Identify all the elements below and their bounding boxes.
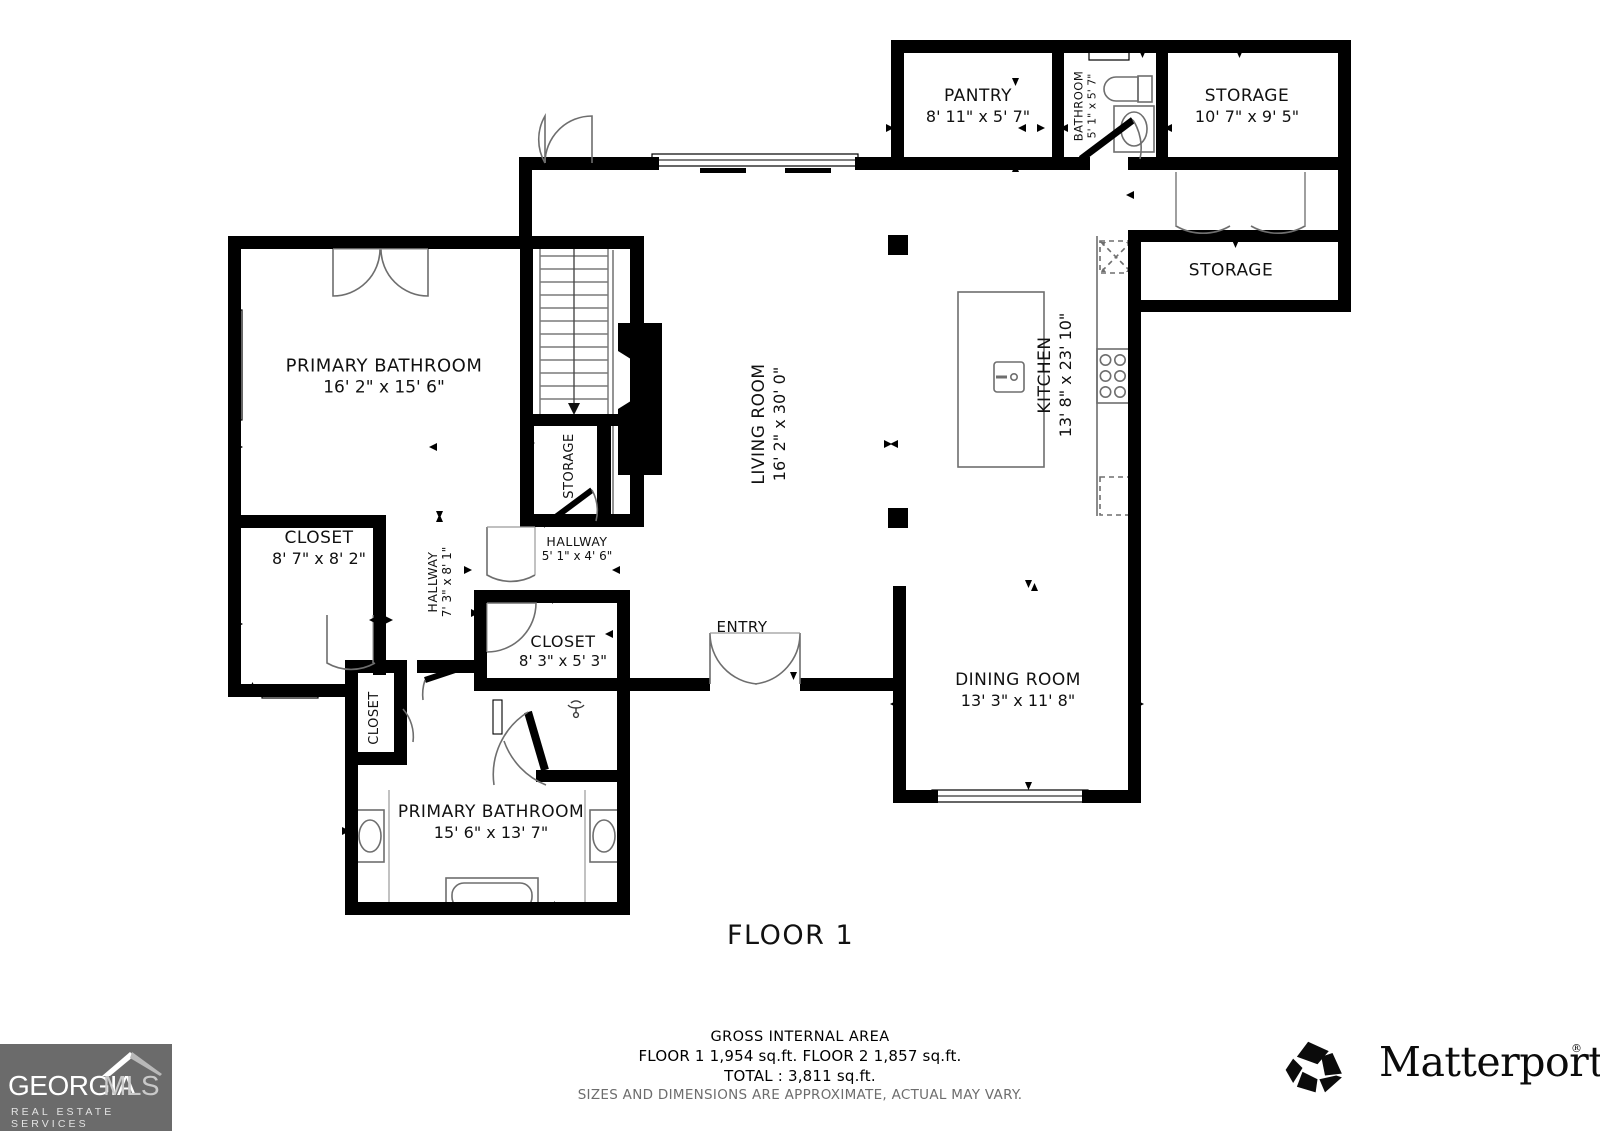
room-dimension: 13' 3" x 11' 8"	[960, 690, 1076, 710]
room-name: KITCHEN	[1034, 336, 1055, 414]
matterport-wordmark: Matterport	[1379, 1038, 1600, 1086]
window	[492, 699, 503, 735]
mls-roof-icon	[102, 1052, 162, 1076]
island-sink	[993, 361, 1025, 393]
mls-tagline: REAL ESTATE SERVICES	[11, 1106, 115, 1130]
gia-heading: GROSS INTERNAL AREA	[710, 1029, 890, 1045]
room-dimension: 8' 7" x 8' 2"	[271, 548, 367, 568]
door-swing	[1132, 119, 1142, 160]
window	[1088, 51, 1130, 61]
ceiling-fixture-symbol	[567, 700, 585, 719]
door-swing	[332, 248, 381, 297]
room-name: CLOSET	[367, 691, 383, 745]
door-leaf	[1078, 117, 1136, 162]
bath2-sink-right	[592, 819, 616, 853]
matterport-registered-mark: ®	[1571, 1042, 1582, 1055]
mls-word-mls: MLS	[103, 1070, 160, 1101]
room-label-pantry: PANTRY 8' 11" x 5' 7"	[926, 86, 1030, 126]
window-sill	[785, 168, 831, 173]
matterport-mark-icon	[1285, 1041, 1342, 1093]
door-swing	[1175, 172, 1231, 235]
room-name: ENTRY	[716, 617, 768, 636]
door-swing	[591, 489, 599, 522]
doors-layer	[326, 113, 1306, 786]
room-dimension: 15' 6" x 13' 7"	[433, 822, 549, 842]
room-dimension: 5' 1" x 5' 7"	[1085, 73, 1099, 139]
door-leaf	[395, 708, 406, 751]
door-swing	[537, 113, 546, 164]
gross-internal-area-block: GROSS INTERNAL AREA FLOOR 1 1,954 sq.ft.…	[500, 1028, 1100, 1105]
room-label-closet-mid: CLOSET 8' 3" x 5' 3"	[519, 632, 607, 670]
appliance-dashed-lower	[1099, 476, 1133, 516]
gia-disclaimer: SIZES AND DIMENSIONS ARE APPROXIMATE, AC…	[577, 1086, 1023, 1103]
door-swing	[326, 615, 376, 671]
room-label-primary-bath-2: PRIMARY BATHROOM 15' 6" x 13' 7"	[398, 802, 584, 842]
room-name: PANTRY	[943, 85, 1013, 106]
door-swing	[402, 708, 415, 743]
room-dimension: 5' 1" x 4' 6"	[541, 549, 613, 564]
door-swing	[754, 632, 801, 685]
door-leaf	[547, 487, 594, 525]
gia-floor-breakdown: FLOOR 1 1,954 sq.ft. FLOOR 2 1,857 sq.ft…	[638, 1047, 962, 1066]
dimension-ticks	[235, 50, 1350, 909]
room-label-storage-right: STORAGE	[1189, 261, 1273, 282]
mls-word-georgia: GEORGIA	[8, 1070, 136, 1101]
room-name: STORAGE	[1204, 85, 1290, 106]
room-name: LIVING ROOM	[748, 363, 769, 485]
room-dimension: 13' 8" x 23' 10"	[1055, 312, 1075, 438]
room-dimension: 8' 3" x 5' 3"	[518, 651, 608, 670]
room-dimension: 16' 2" x 15' 6"	[323, 377, 445, 398]
stair-direction-arrow	[568, 403, 580, 415]
room-label-storage-top-right: STORAGE 10' 7" x 9' 5"	[1195, 86, 1299, 126]
door-swing	[492, 711, 529, 786]
room-label-kitchen: KITCHEN 13' 8" x 23' 10"	[1035, 313, 1075, 438]
room-label-living-room: LIVING ROOM 16' 2" x 30' 0"	[749, 363, 789, 484]
room-name: CLOSET	[284, 527, 354, 548]
room-name: DINING ROOM	[955, 669, 1081, 690]
room-dimension: 16' 2" x 30' 0"	[769, 366, 789, 482]
room-label-closet-small: CLOSET	[367, 691, 383, 745]
column	[888, 508, 908, 528]
floor-title: FLOOR 1	[727, 920, 855, 951]
bath2-sink-left	[358, 819, 382, 853]
window-sill	[700, 168, 746, 173]
door-swing	[709, 632, 758, 685]
georgia-mls-logo: GEORGIA MLS REAL ESTATE SERVICES	[0, 1044, 172, 1131]
door-leaf	[424, 662, 471, 683]
room-label-primary-bath-1: PRIMARY BATHROOM 16' 2" x 15' 6"	[286, 356, 483, 399]
room-label-storage-stair: STORAGE	[562, 433, 578, 498]
room-label-hallway-small: HALLWAY 5' 1" x 4' 6"	[542, 534, 613, 564]
gia-total: TOTAL : 3,811 sq.ft.	[724, 1066, 876, 1085]
room-name: HALLWAY	[425, 551, 441, 613]
toilet-fixture	[1103, 76, 1139, 102]
room-name: STORAGE	[562, 433, 578, 499]
room-label-hallway-vert: HALLWAY 7' 3" x 8' 1"	[425, 547, 455, 618]
vanity-counter	[1113, 105, 1155, 153]
room-name: BATHROOM	[1071, 70, 1086, 142]
room-name: PRIMARY BATHROOM	[285, 355, 483, 377]
room-name: STORAGE	[1188, 260, 1274, 281]
room-name: PRIMARY BATHROOM	[397, 801, 585, 822]
room-name: HALLWAY	[546, 534, 608, 550]
room-dimension: 7' 3" x 8' 1"	[440, 546, 455, 618]
kitchen-island	[957, 291, 1045, 468]
matterport-logo: Matterport ®	[1279, 1036, 1600, 1098]
door-swing	[421, 679, 426, 701]
room-dimension: 8' 11" x 5' 7"	[925, 106, 1031, 126]
column	[888, 235, 908, 255]
room-dimension: 10' 7" x 9' 5"	[1194, 106, 1300, 126]
room-label-closet-left: CLOSET 8' 7" x 8' 2"	[272, 528, 366, 568]
door-swing	[1250, 172, 1306, 235]
door-swing	[486, 602, 537, 653]
door-leaf	[524, 710, 549, 772]
door-swing	[486, 527, 536, 583]
room-label-bathroom-top: BATHROOM 5' 1" x 5' 7"	[1071, 71, 1098, 142]
room-name: CLOSET	[530, 632, 596, 652]
room-label-entry: ENTRY	[717, 618, 768, 636]
door-swing	[380, 248, 429, 297]
room-label-dining-room: DINING ROOM 13' 3" x 11' 8"	[955, 670, 1081, 710]
